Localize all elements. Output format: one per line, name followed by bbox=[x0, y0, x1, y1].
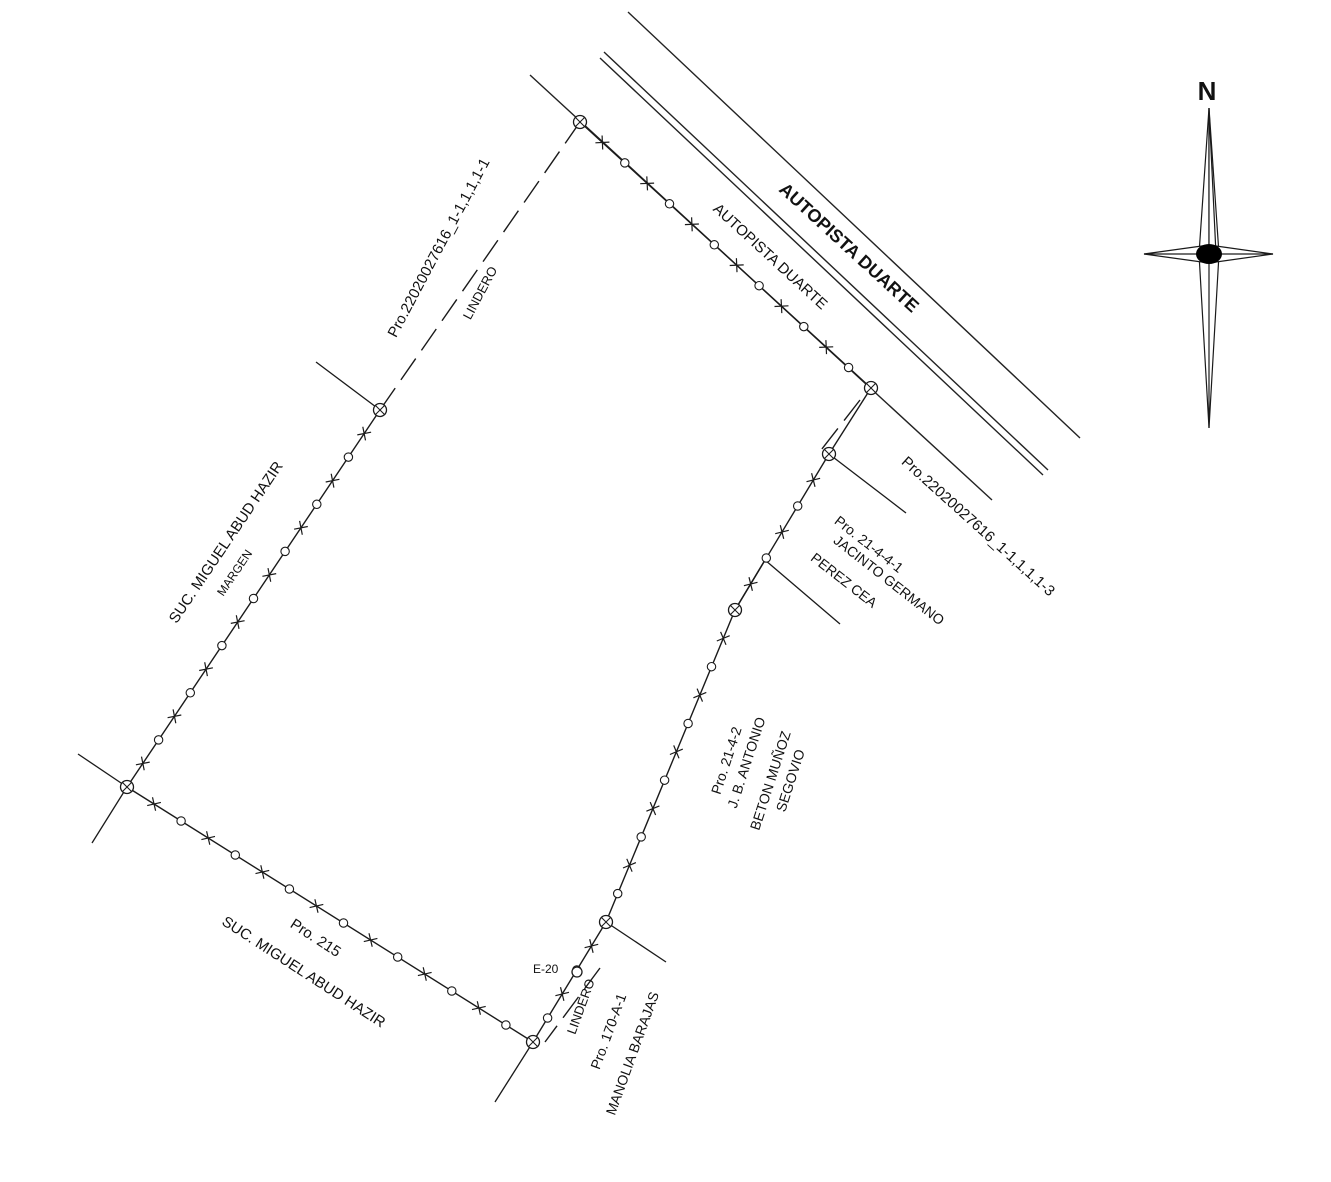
compass-star-icon bbox=[1143, 107, 1274, 429]
south-boundary bbox=[126, 786, 534, 1043]
nw-boundary-dashed bbox=[379, 121, 581, 411]
fence-post-mark bbox=[338, 918, 349, 928]
fence-post-mark bbox=[799, 321, 809, 332]
fence-cross-mark bbox=[669, 745, 684, 759]
fence-cross-mark bbox=[684, 217, 699, 232]
fence-post-mark bbox=[612, 888, 623, 899]
fence-cross-mark bbox=[806, 473, 821, 487]
ne-boundary bbox=[579, 121, 872, 389]
ne-parcel-label: Pro.22020027616_1-1,1,1,1-3 bbox=[898, 453, 1058, 600]
north-arrow-label: N bbox=[1198, 76, 1217, 106]
fence-post-mark bbox=[153, 735, 164, 745]
property-boundary bbox=[126, 121, 872, 1043]
fence-cross-mark bbox=[262, 567, 277, 582]
highway-lines bbox=[529, 11, 1081, 501]
fence-cross-mark bbox=[471, 1001, 486, 1015]
road-name-major: AUTOPISTA DUARTE bbox=[775, 179, 922, 316]
se-lindero-label: LINDERO bbox=[564, 977, 598, 1036]
fence-post-mark bbox=[659, 775, 670, 785]
fence-post-mark bbox=[761, 553, 772, 563]
fence-cross-mark bbox=[555, 987, 570, 1001]
west-owner-label: SUC. MIGUEL ABUD HAZIR bbox=[166, 458, 287, 626]
parcel-divider-lines bbox=[77, 361, 907, 1103]
fence-post-mark bbox=[792, 501, 803, 511]
fence-cross-mark bbox=[201, 831, 216, 845]
fence-post-mark bbox=[312, 499, 322, 510]
fence-cross-mark bbox=[363, 933, 378, 947]
fence-post-mark bbox=[176, 816, 186, 826]
boundary-vertices bbox=[119, 114, 879, 1050]
fence-post-mark bbox=[280, 546, 290, 557]
fence-post-mark bbox=[709, 240, 720, 250]
fence-cross-mark bbox=[199, 662, 214, 677]
se-station-label: E-20 bbox=[533, 962, 559, 976]
north-arrow: N bbox=[1143, 76, 1274, 429]
fence-cross-mark bbox=[293, 520, 308, 535]
fence-post-mark bbox=[230, 850, 241, 860]
boundary-vertex bbox=[525, 1034, 541, 1050]
fence-post-mark bbox=[843, 362, 854, 373]
fence-cross-mark bbox=[743, 577, 758, 591]
compass-center-icon bbox=[1196, 244, 1222, 264]
fence-post-mark bbox=[343, 452, 354, 462]
fence-cross-mark bbox=[716, 631, 730, 646]
fence-post-mark bbox=[284, 884, 295, 894]
boundary-vertex bbox=[119, 779, 135, 795]
fence-post-mark bbox=[636, 832, 646, 842]
boundary-vertex bbox=[727, 602, 743, 618]
fence-markers bbox=[135, 135, 854, 1030]
fence-post-mark bbox=[683, 718, 693, 729]
fence-post-mark bbox=[542, 1013, 553, 1023]
fence-cross-mark bbox=[417, 967, 432, 981]
fence-post-mark bbox=[754, 280, 764, 291]
e-dashed bbox=[817, 399, 861, 455]
east-boundary-3 bbox=[605, 609, 736, 923]
e-jog bbox=[734, 559, 766, 611]
fence-post-mark bbox=[664, 199, 675, 209]
boundary-vertex bbox=[572, 114, 588, 130]
se-lindero-dashed bbox=[544, 967, 601, 1043]
fence-cross-mark bbox=[819, 340, 834, 355]
fence-cross-mark bbox=[309, 899, 324, 913]
boundary-vertex bbox=[598, 914, 614, 930]
fence-cross-mark bbox=[135, 756, 150, 771]
fence-cross-mark bbox=[622, 858, 637, 872]
fence-post-mark bbox=[217, 640, 227, 651]
boundary-vertex bbox=[571, 966, 583, 978]
fence-cross-mark bbox=[640, 176, 655, 191]
fence-cross-mark bbox=[584, 939, 599, 953]
fence-cross-mark bbox=[646, 801, 660, 816]
fence-post-mark bbox=[248, 593, 259, 604]
fence-cross-mark bbox=[595, 135, 610, 150]
south-parcel-label: Pro. 215 bbox=[287, 916, 344, 961]
east-boundary-1 bbox=[828, 387, 872, 455]
boundary-vertex bbox=[821, 446, 837, 462]
fence-post-mark bbox=[185, 688, 196, 698]
fence-cross-mark bbox=[775, 525, 789, 539]
boundary-vertex bbox=[372, 402, 388, 418]
fence-cross-mark bbox=[167, 709, 182, 724]
fence-cross-mark bbox=[255, 865, 270, 879]
fence-cross-mark bbox=[693, 688, 707, 702]
fence-cross-mark bbox=[357, 426, 372, 441]
fence-post-mark bbox=[706, 661, 717, 672]
fence-cross-mark bbox=[147, 797, 162, 811]
fence-cross-mark bbox=[774, 299, 789, 314]
fence-cross-mark bbox=[729, 258, 744, 273]
fence-post-mark bbox=[447, 986, 457, 996]
boundary-vertex bbox=[863, 380, 879, 396]
fence-cross-mark bbox=[325, 473, 340, 488]
fence-cross-mark bbox=[230, 615, 245, 630]
nw-lindero-label: LINDERO bbox=[460, 264, 500, 322]
fence-post-mark bbox=[392, 952, 403, 962]
fence-post-mark bbox=[501, 1020, 511, 1030]
fence-post-mark bbox=[620, 158, 630, 168]
